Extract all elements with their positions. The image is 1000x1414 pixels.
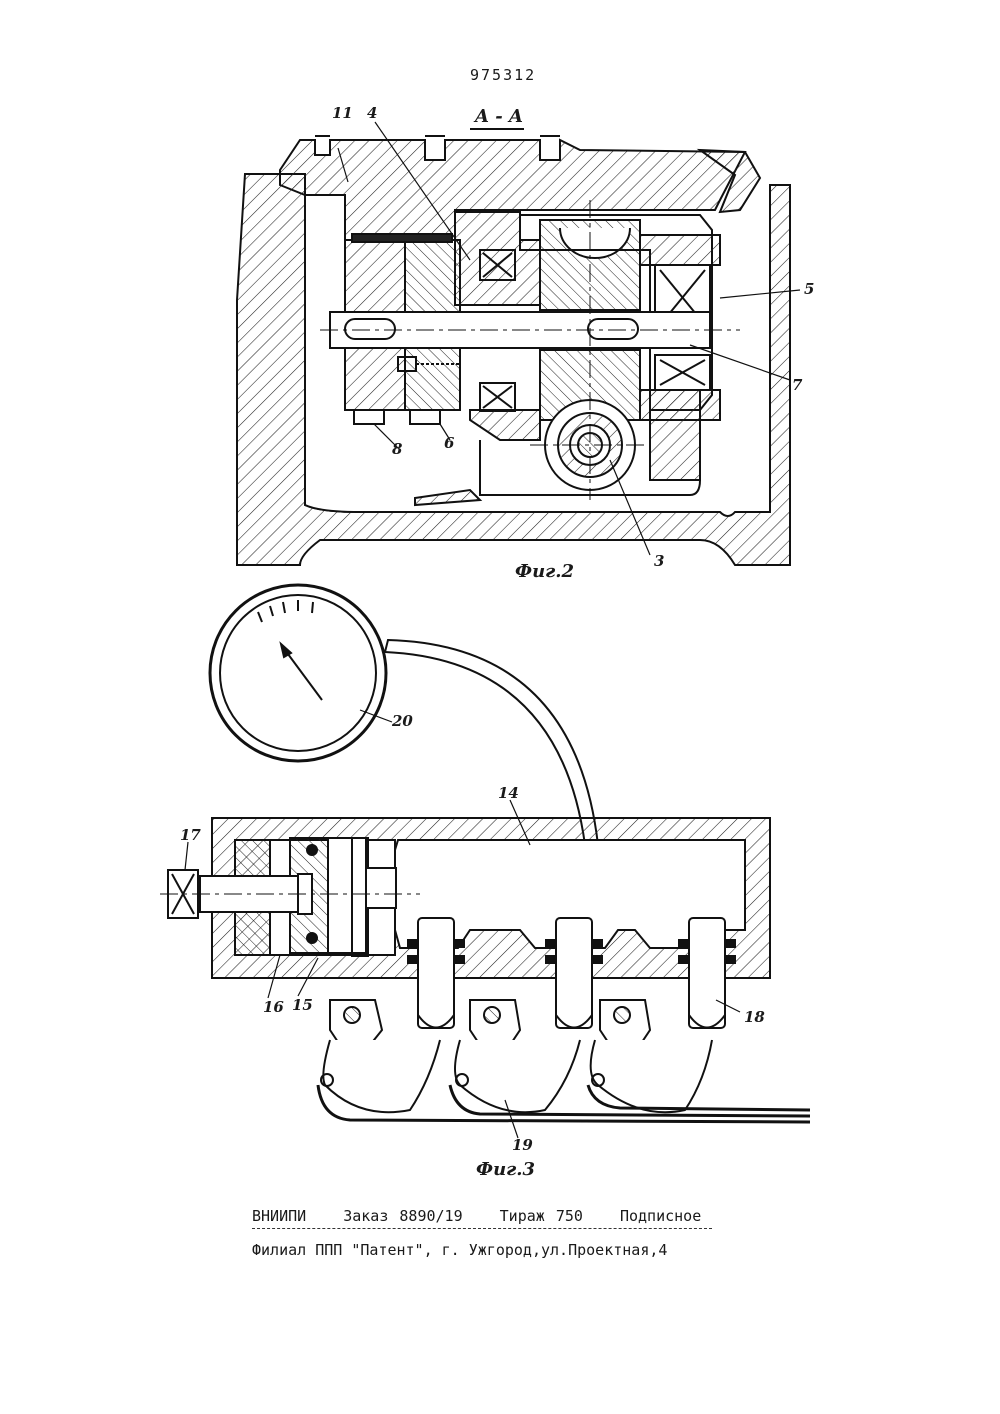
figure-2-drawing (237, 122, 800, 565)
label-5: 5 (804, 280, 814, 298)
imprint-divider (252, 1228, 712, 1229)
figure-2-caption: Фиг.2 (515, 561, 574, 582)
pressure-gauge (210, 585, 386, 761)
label-6: 6 (444, 434, 454, 452)
label-20: 20 (392, 712, 413, 730)
section-label: A - A (475, 106, 523, 127)
figure-3-drawing (160, 585, 810, 1138)
figure-3-caption: Фиг.3 (476, 1159, 535, 1180)
imprint-order: Заказ 8890/19 (343, 1207, 462, 1225)
label-14: 14 (498, 784, 519, 802)
label-18: 18 (744, 1008, 765, 1026)
label-11: 11 (332, 104, 353, 122)
label-16: 16 (263, 998, 284, 1016)
patent-number: 975312 (470, 66, 536, 84)
label-15: 15 (292, 996, 313, 1014)
imprint-run: Тираж 750 (500, 1207, 583, 1225)
imprint-type: Подписное (620, 1207, 701, 1225)
imprint-address: Филиал ППП "Патент", г. Ужгород,ул.Проек… (252, 1241, 667, 1259)
label-4: 4 (367, 104, 377, 122)
imprint-org: ВНИИПИ (252, 1207, 306, 1225)
label-17: 17 (180, 826, 201, 844)
label-3: 3 (654, 552, 664, 570)
imprint-line-1: ВНИИПИ Заказ 8890/19 Тираж 750 Подписное (252, 1207, 727, 1225)
label-19: 19 (512, 1136, 533, 1154)
label-8: 8 (392, 440, 402, 458)
label-7: 7 (792, 376, 802, 394)
